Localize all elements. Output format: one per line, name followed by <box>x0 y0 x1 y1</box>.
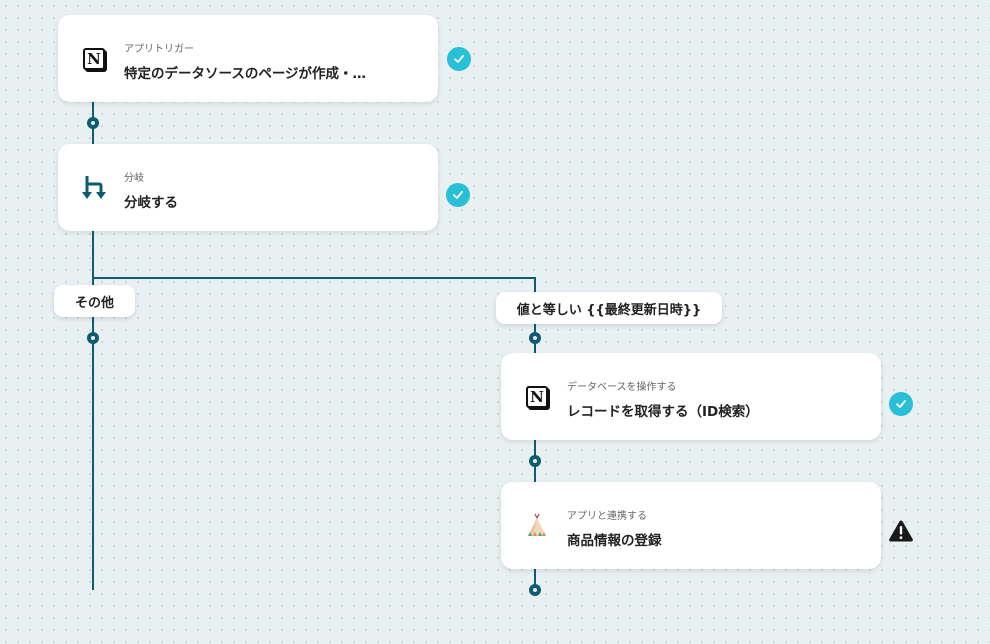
step-category: データベースを操作する <box>567 382 677 393</box>
branch-label-other[interactable]: その他 <box>54 285 135 317</box>
tent-app-icon <box>523 512 551 540</box>
notion-icon: N <box>80 45 108 73</box>
step-card-register-product[interactable]: アプリと連携する 商品情報の登録 <box>501 482 881 569</box>
branch-horizontal-line <box>92 277 536 279</box>
add-step-node[interactable] <box>529 455 541 467</box>
step-title: 分岐する <box>124 195 178 211</box>
step-category: 分岐 <box>124 173 144 184</box>
step-title: 特定のデータソースのページが作成・… <box>124 66 367 82</box>
add-step-node[interactable] <box>529 584 541 596</box>
step-title: レコードを取得する（ID検索） <box>567 404 759 420</box>
step-card-get-record[interactable]: N データベースを操作する レコードを取得する（ID検索） <box>501 353 881 440</box>
check-icon <box>447 47 471 71</box>
step-category: アプリと連携する <box>567 511 647 522</box>
step-title: 商品情報の登録 <box>567 533 662 549</box>
step-category: アプリトリガー <box>124 44 194 55</box>
warning-icon <box>888 519 914 543</box>
step-card-branch[interactable]: 分岐 分岐する <box>58 144 438 231</box>
notion-icon: N <box>523 383 551 411</box>
step-card-trigger[interactable]: N アプリトリガー 特定のデータソースのページが作成・… <box>58 15 438 102</box>
branch-label-condition[interactable]: 値と等しい {{最終更新日時}} <box>496 292 722 324</box>
add-step-node[interactable] <box>87 332 99 344</box>
branch-corner-line <box>534 277 536 295</box>
check-icon <box>446 183 470 207</box>
connector-line <box>92 230 94 590</box>
connector-line <box>534 567 536 589</box>
branch-icon <box>80 174 108 202</box>
check-icon <box>889 392 913 416</box>
add-step-node[interactable] <box>87 117 99 129</box>
add-step-node[interactable] <box>529 332 541 344</box>
